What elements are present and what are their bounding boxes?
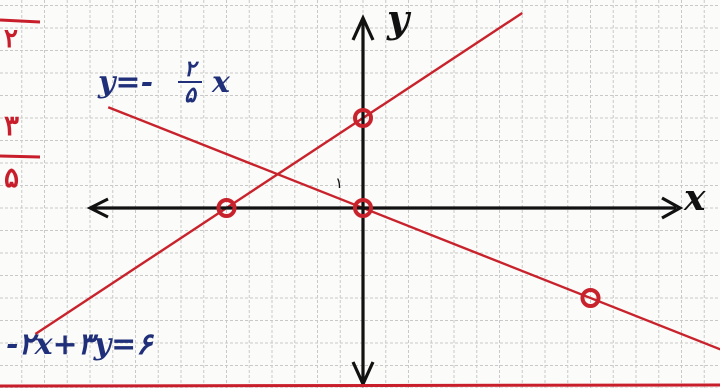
margin-fraction-2-num: ۳: [4, 109, 20, 142]
x-intercept-point: [216, 198, 237, 218]
origin-point: [353, 198, 373, 218]
margin-fraction-bar-2: [0, 154, 41, 159]
equation-line-1-numerator: ۲: [184, 56, 196, 82]
x-axis-label: x: [684, 177, 706, 219]
points-layer: [216, 108, 601, 308]
x-axis-arrow-left: [86, 197, 109, 219]
margin-fraction-bar-1: [0, 18, 41, 24]
origin-mark: ۱: [335, 174, 344, 192]
equation-line-1-right: x: [212, 65, 230, 100]
equation-line-1-denominator: ۵: [184, 82, 196, 108]
margin-fraction-2-den: ۵: [4, 161, 20, 194]
point-on-line-1-point: [580, 288, 601, 308]
y-axis-arrow-up: [351, 14, 375, 41]
equation-line-2: -۲x+۳y=۶: [6, 327, 153, 362]
margin-fraction-1-num: ۲: [4, 24, 18, 54]
equation-line-1-fraction: ۲ ۵: [178, 58, 202, 106]
y-axis-label: y: [387, 0, 410, 41]
x-axis-arrow-right: [661, 196, 684, 220]
graph-line-1: [107, 106, 720, 351]
lines-layer: [34, 11, 720, 351]
equation-line-1-left: y=-: [98, 65, 154, 100]
bottom-red-rule: [0, 383, 720, 388]
graph-line-2: [34, 11, 523, 336]
equation-line-1-fraction-bar: [178, 81, 202, 83]
y-intercept-point: [353, 108, 373, 128]
